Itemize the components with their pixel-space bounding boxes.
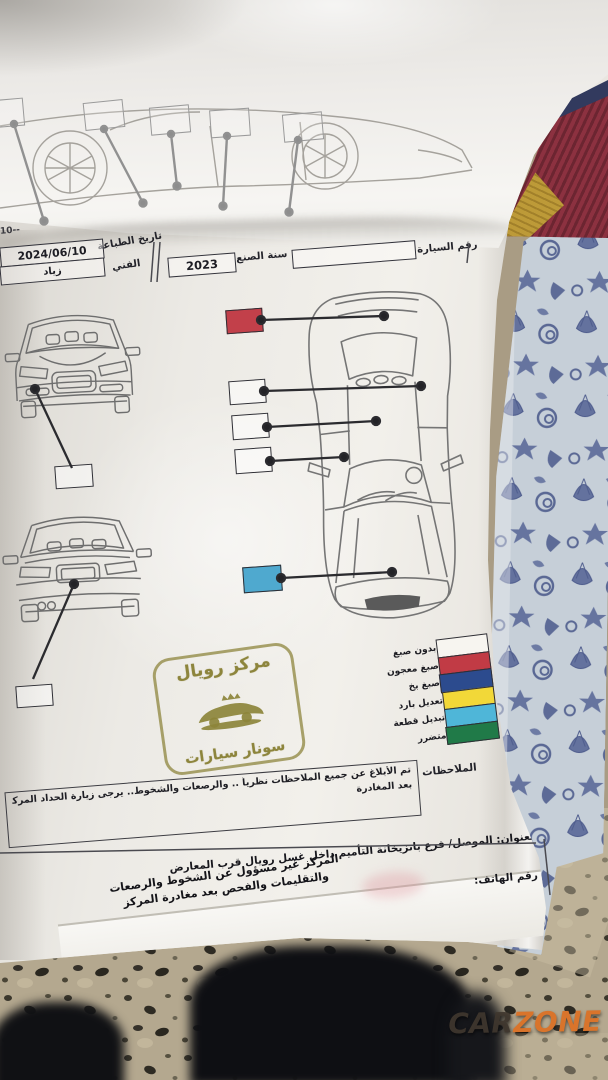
car-top-view-diagram bbox=[307, 291, 464, 619]
royal-center-stamp: مركز رويال سونار سيارات bbox=[150, 640, 308, 778]
person-leg-right bbox=[190, 946, 472, 1080]
callout-box-3 bbox=[231, 412, 270, 441]
underside-callout-box-4 bbox=[209, 107, 251, 139]
person-leg-left bbox=[0, 1002, 124, 1080]
car-rear-view-diagram bbox=[2, 516, 153, 623]
callout-box-blue bbox=[242, 564, 283, 594]
underside-callout-box-3 bbox=[148, 104, 192, 136]
callout-box-4 bbox=[234, 446, 273, 475]
underside-callout-box-2 bbox=[82, 98, 126, 132]
stamp-car-icon bbox=[198, 693, 264, 731]
manufacture-year-field: 2023 bbox=[167, 252, 237, 278]
watermark-car-text: CAR bbox=[445, 1006, 517, 1041]
car-underside-diagram bbox=[0, 108, 473, 209]
callout-box-2 bbox=[228, 378, 267, 406]
technician-label: الفني bbox=[111, 258, 142, 273]
curled-upper-page bbox=[0, 0, 608, 248]
underside-callout-box-1 bbox=[0, 97, 26, 129]
underside-callout-box-5 bbox=[281, 111, 325, 143]
front-view-callout-box bbox=[54, 463, 94, 490]
corner-fragment-text: 10-- bbox=[0, 225, 21, 237]
person-leg-shadow bbox=[448, 992, 506, 1080]
rear-view-callout-box bbox=[15, 683, 54, 709]
paint-condition-legend: بدون صبغ صبغ معجون صبغ بخ تعديل بارد تبد… bbox=[386, 633, 501, 750]
car-front-view-diagram bbox=[4, 314, 141, 419]
carzone-watermark: CARZONE bbox=[445, 1004, 605, 1041]
stamp-top-text: مركز رويال bbox=[174, 650, 272, 684]
callout-box-red bbox=[225, 307, 264, 335]
watermark-zone-text: ZONE bbox=[510, 1004, 605, 1040]
